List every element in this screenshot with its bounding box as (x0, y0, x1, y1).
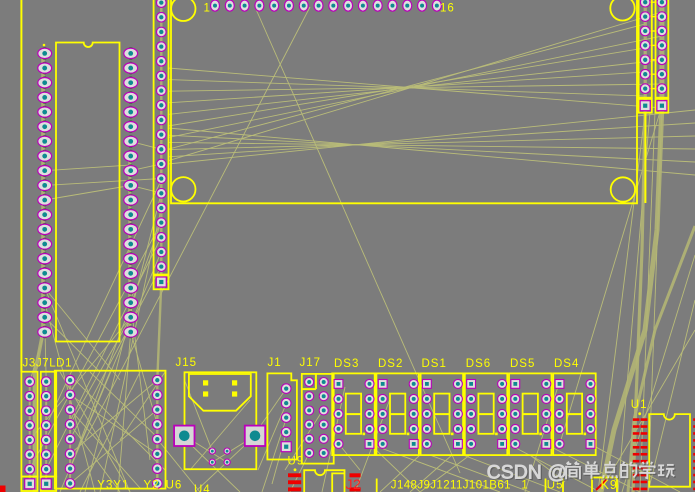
svg-text:DS2: DS2 (378, 358, 403, 370)
svg-text:J148J9J1211J101B61: J148J9J1211J101B61 (391, 480, 511, 492)
svg-text:DS5: DS5 (510, 358, 535, 370)
svg-text:J15: J15 (176, 357, 198, 369)
svg-text:U5: U5 (547, 480, 564, 492)
svg-text:Y3: Y3 (97, 480, 113, 492)
svg-text:Y2: Y2 (144, 480, 160, 492)
svg-text:J1: J1 (268, 357, 282, 369)
svg-text:U6: U6 (166, 480, 183, 492)
svg-text:J3J7LD1: J3J7LD1 (23, 358, 73, 370)
svg-text:K9: K9 (601, 478, 618, 492)
svg-text:U1: U1 (631, 399, 648, 411)
svg-text:16: 16 (440, 3, 455, 15)
svg-text:DS1: DS1 (422, 358, 447, 370)
svg-text:CSDN @: CSDN @ (488, 464, 568, 485)
svg-text:J2: J2 (346, 476, 362, 492)
svg-text:DS4: DS4 (554, 358, 579, 370)
svg-text:CSDN @: CSDN @ (487, 462, 567, 483)
svg-text:1: 1 (204, 3, 211, 15)
svg-text:1: 1 (521, 480, 528, 492)
svg-text:DS6: DS6 (466, 358, 491, 370)
svg-text:U9: U9 (288, 456, 305, 468)
svg-text:Y1: Y1 (113, 480, 129, 492)
svg-text:DS3: DS3 (334, 358, 359, 370)
svg-text:U4: U4 (194, 484, 211, 492)
svg-text:J17: J17 (300, 357, 322, 369)
